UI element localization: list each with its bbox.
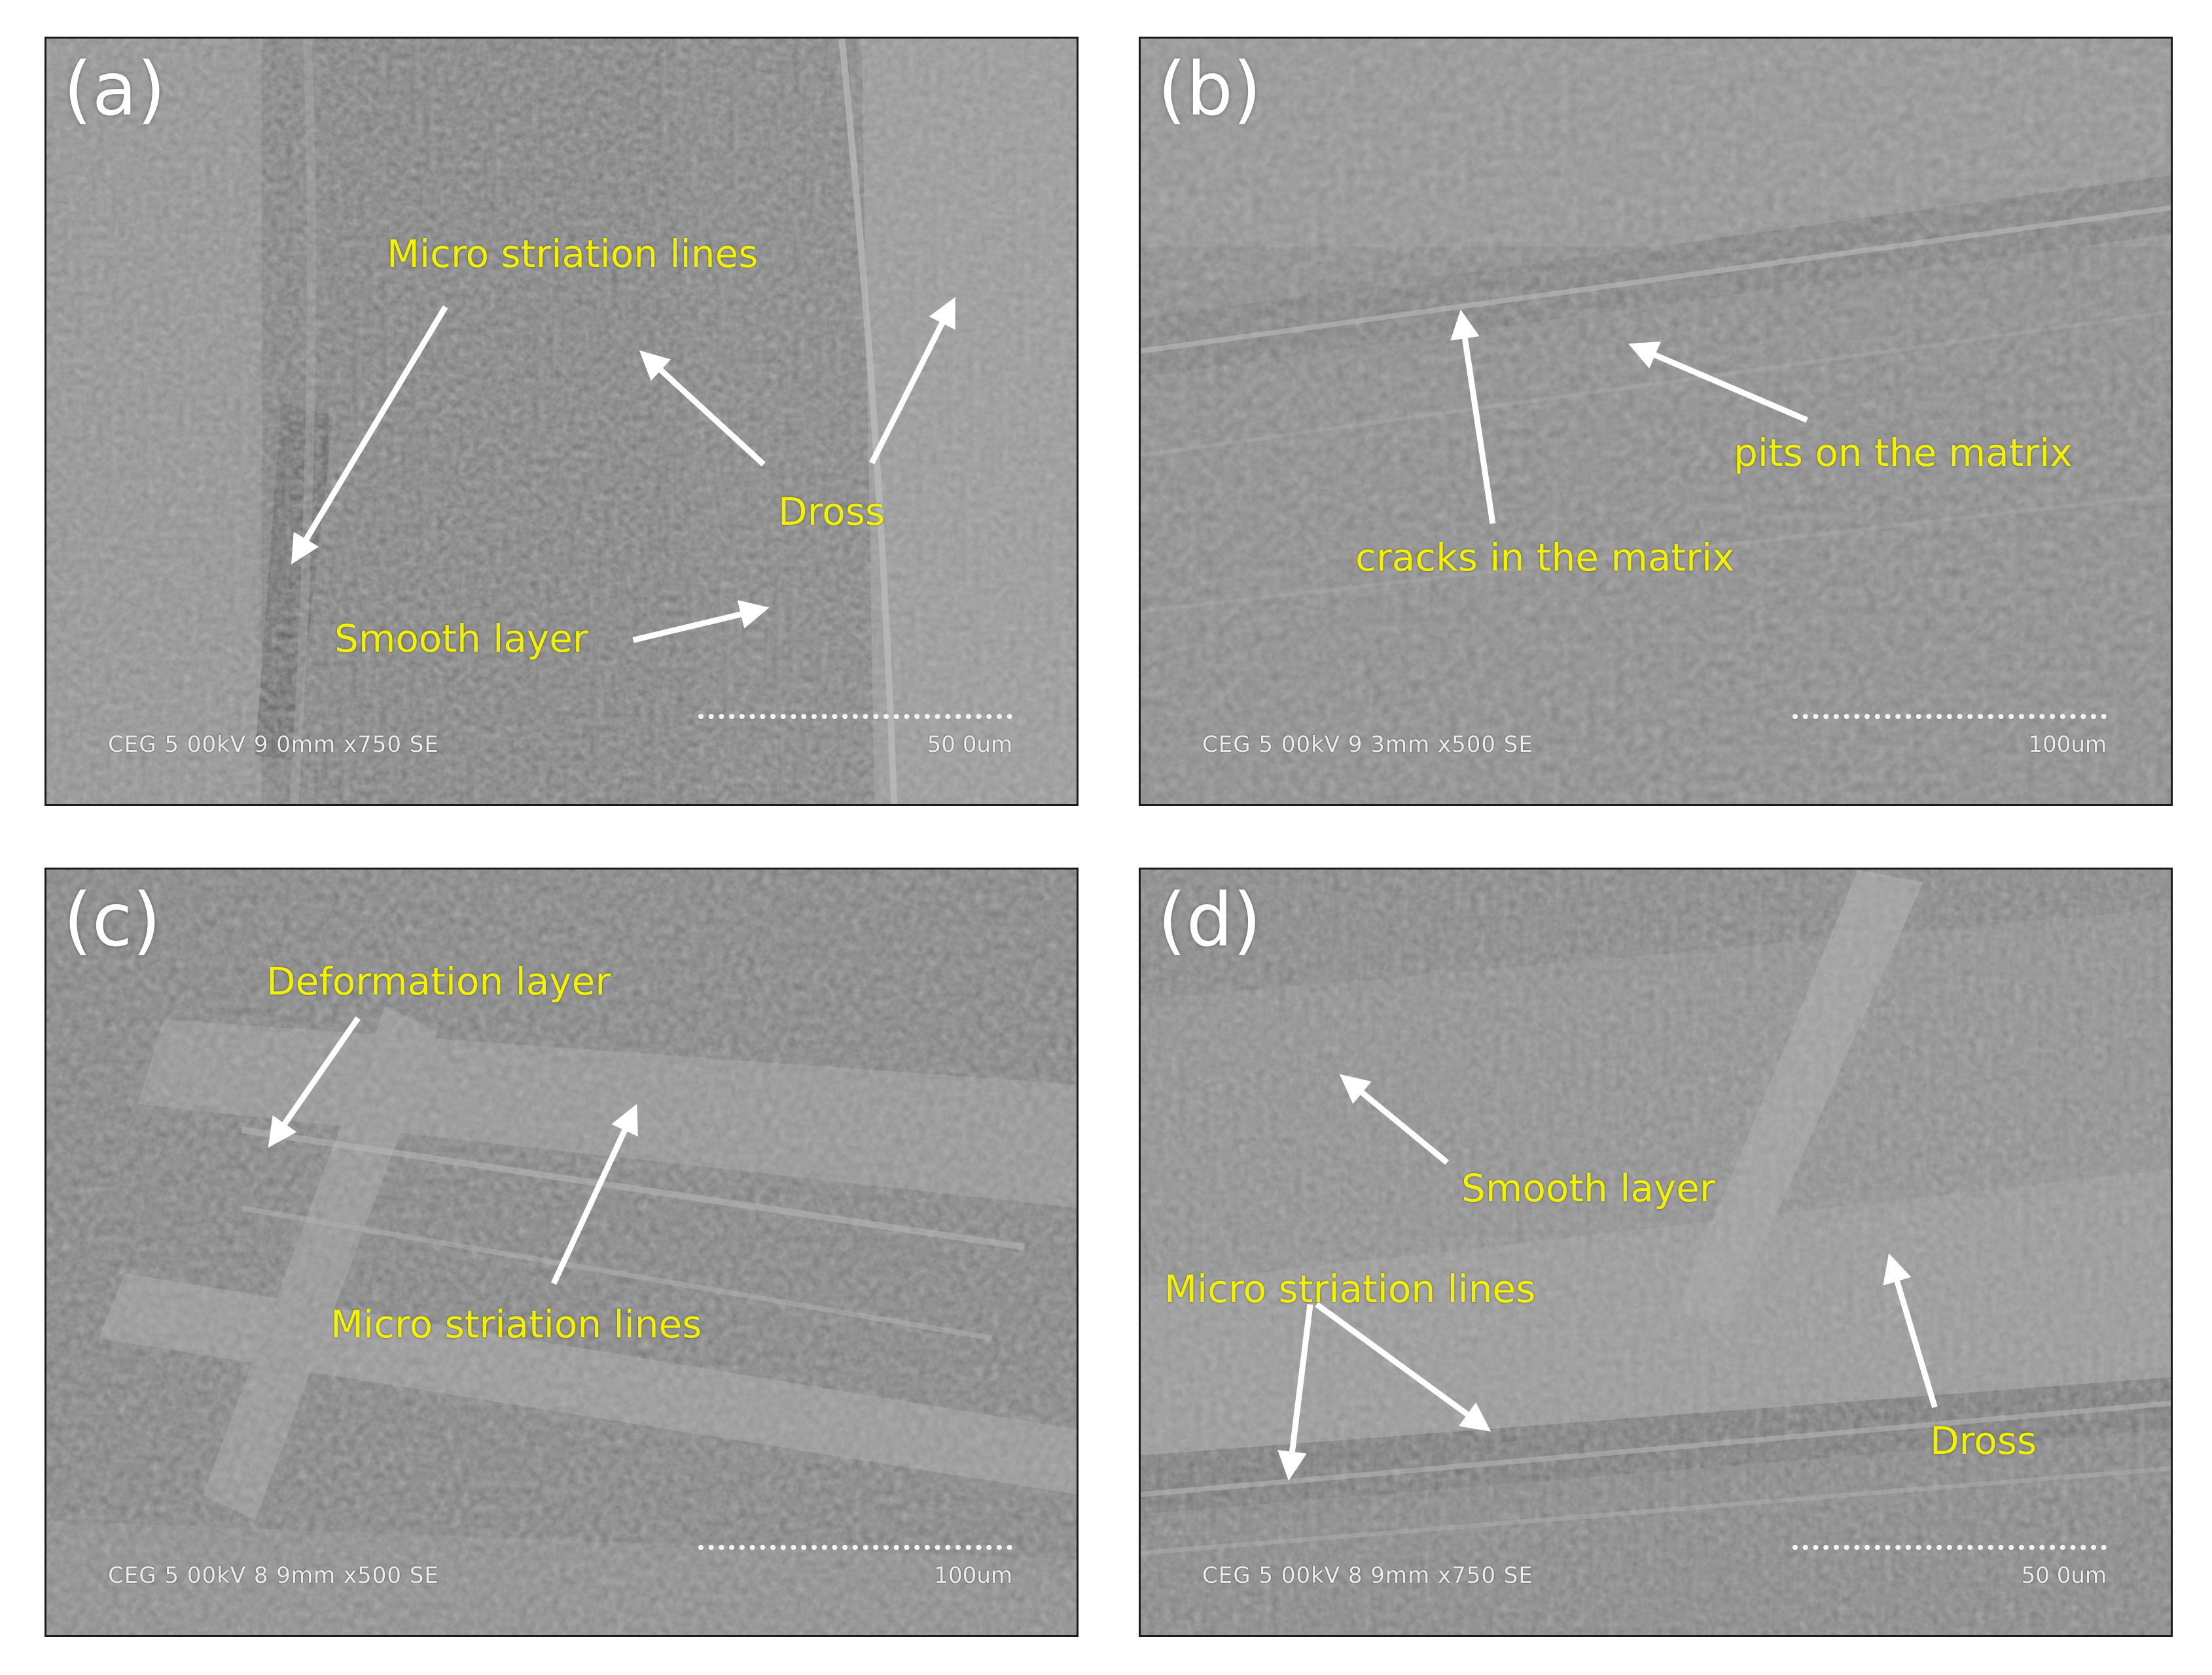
annotation-dross: Dross: [778, 489, 885, 534]
annotation-micro-striation-lines: Micro striation lines: [1164, 1267, 1536, 1311]
sem-metadata: CEG 5 00kV 9 3mm x500 SE: [1202, 732, 1533, 758]
annotation-dross: Dross: [1930, 1419, 2037, 1463]
scale-bar: [1793, 1545, 2107, 1550]
scale-label: 100um: [934, 1562, 1012, 1589]
sem-micrograph-d: [1141, 870, 2171, 1635]
scale-label: 50 0um: [2021, 1562, 2107, 1589]
scale-label: 50 0um: [927, 732, 1012, 758]
annotation-smooth-layer: Smooth layer: [1461, 1166, 1715, 1210]
scale-bar: [698, 714, 1012, 719]
annotation-micro-striation-lines: Micro striation lines: [330, 1302, 702, 1347]
sem-panel-b: (b) pits on the matrix cracks in the mat…: [1139, 37, 2173, 806]
scale-bar: [1793, 714, 2107, 719]
scale-label: 100um: [2028, 732, 2107, 758]
sem-panel-a: (a) Micro striation lines Dross Smooth l…: [45, 37, 1079, 806]
annotation-pits-on-the-matrix: pits on the matrix: [1734, 431, 2073, 475]
annotation-deformation-layer: Deformation layer: [266, 959, 611, 1004]
panel-label: (b): [1158, 47, 1262, 132]
sem-metadata: CEG 5 00kV 8 9mm x500 SE: [108, 1562, 439, 1589]
sem-micrograph-b: [1141, 39, 2171, 804]
panel-label: (c): [63, 878, 161, 963]
sem-panel-c: (c) Deformation layer Micro striation li…: [45, 868, 1079, 1637]
sem-metadata: CEG 5 00kV 9 0mm x750 SE: [108, 732, 439, 758]
sem-metadata: CEG 5 00kV 8 9mm x750 SE: [1202, 1562, 1533, 1589]
sem-micrograph-a: [46, 39, 1077, 804]
panel-label: (a): [63, 47, 166, 132]
panel-label: (d): [1158, 878, 1262, 963]
annotation-micro-striation-lines: Micro striation lines: [387, 232, 758, 276]
sem-panel-d: (d) Smooth layer Micro striation lines D…: [1139, 868, 2173, 1637]
annotation-cracks-in-the-matrix: cracks in the matrix: [1355, 535, 1735, 580]
scale-bar: [698, 1545, 1012, 1550]
annotation-smooth-layer: Smooth layer: [334, 616, 588, 661]
